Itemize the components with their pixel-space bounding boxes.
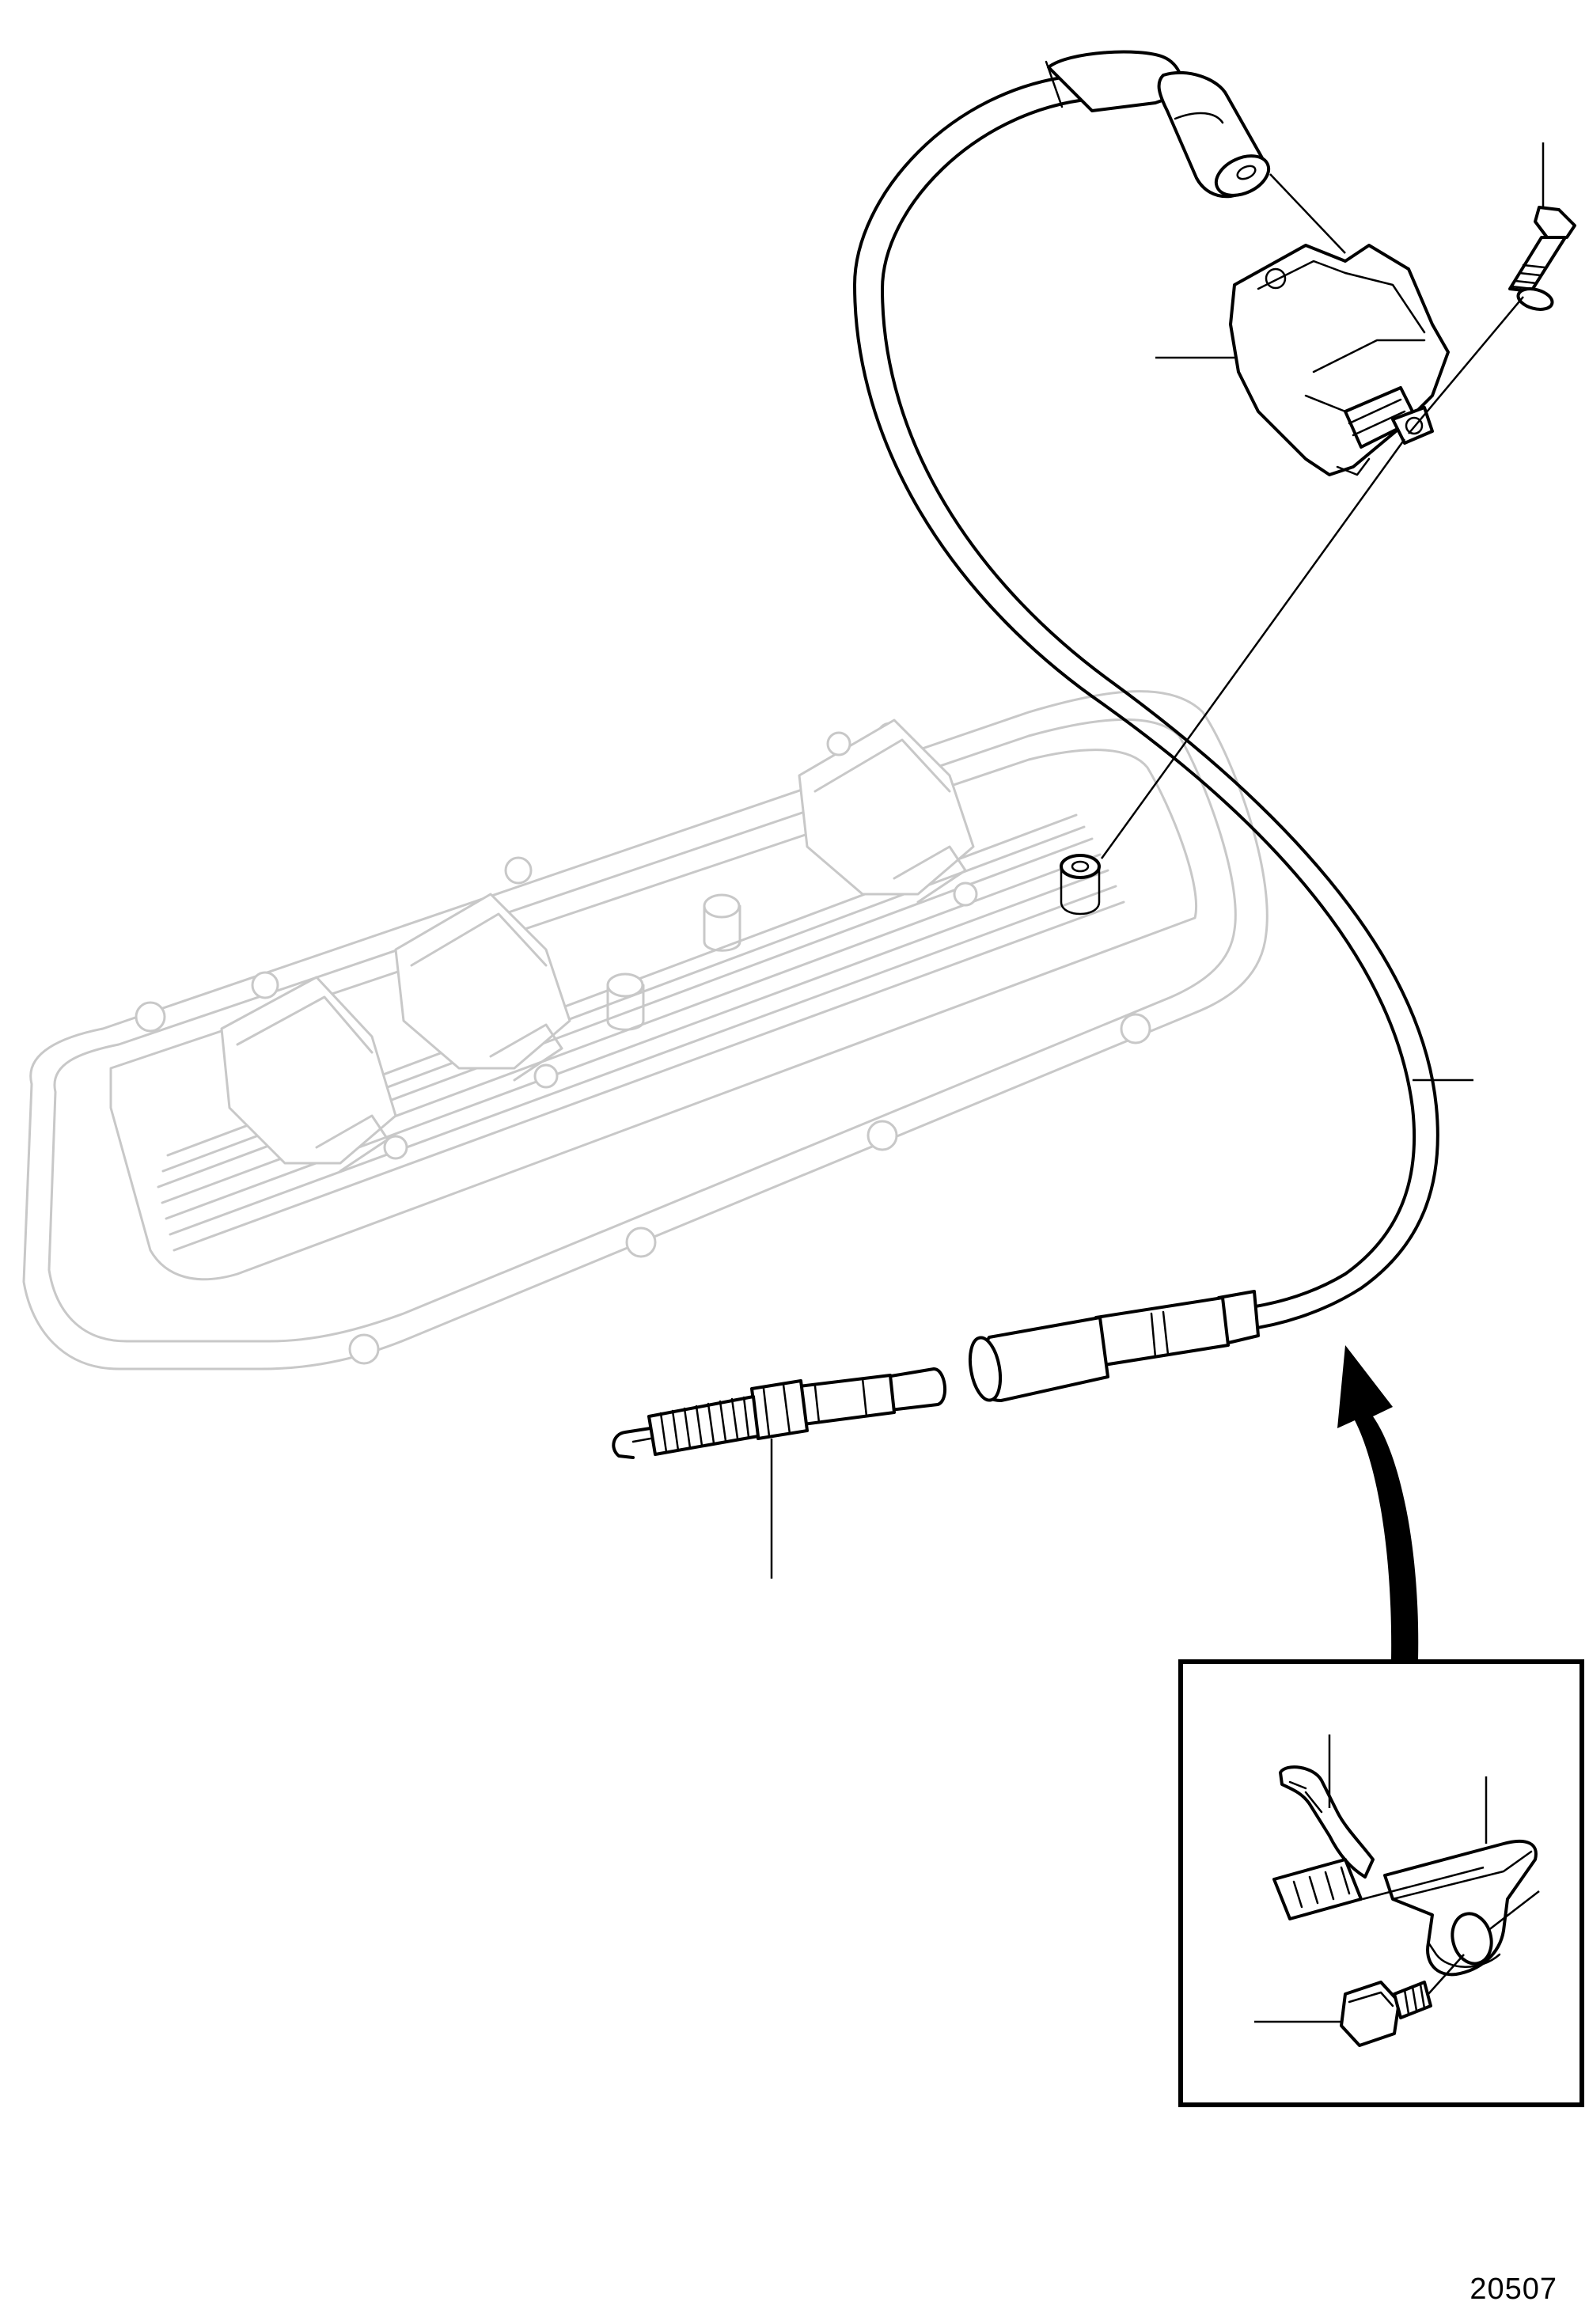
- mounting-bolt: [1508, 206, 1576, 311]
- plug-tube: [1060, 854, 1101, 916]
- detail-pointer-arrow: [1337, 1345, 1419, 1660]
- valve-cover: [22, 690, 1269, 1371]
- ignition-coil: [1229, 244, 1450, 476]
- detail-inset: [1178, 1659, 1584, 2107]
- figure-number: 20507: [1470, 2273, 1557, 2306]
- lead-clip: [1272, 1765, 1375, 1920]
- lead-bracket: [1383, 1839, 1538, 1977]
- spark-plug: [612, 1367, 947, 1459]
- ignition-lead: [853, 60, 1439, 1331]
- spark-plug-boot: [968, 1290, 1260, 1402]
- installed-coils: [220, 718, 978, 1173]
- coil-boot: [1047, 50, 1271, 199]
- bracket-bolt: [1340, 1981, 1432, 2047]
